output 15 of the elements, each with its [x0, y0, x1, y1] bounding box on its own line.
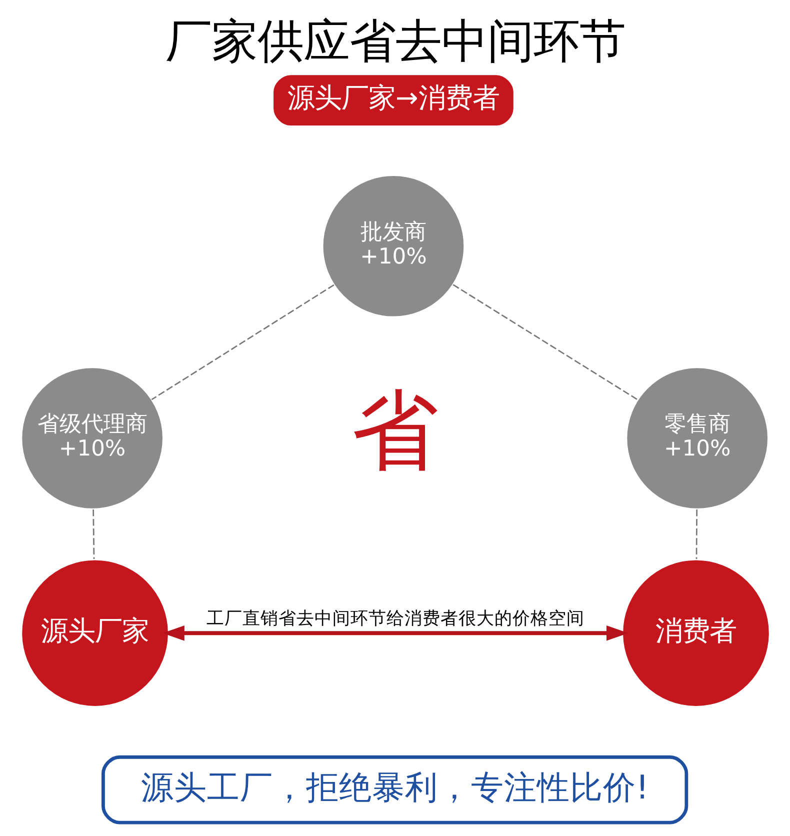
label: 源头厂家→消费者: [287, 82, 499, 114]
connector: [452, 284, 638, 400]
connector: [150, 284, 334, 400]
arrow: [162, 624, 628, 640]
node-circle: 省级代理商 +10%: [20, 366, 164, 510]
diagram-title: 厂家供应省去中间环节: [165, 13, 625, 68]
label: 省: [350, 378, 438, 481]
node-circle: 源头厂家: [20, 558, 169, 707]
connector: [92, 509, 94, 558]
connector: [695, 509, 698, 558]
node-circle: 批发商 +10%: [321, 174, 464, 318]
edge-label: 工厂直销省去中间环节给消费者很大的价格空间: [206, 608, 584, 629]
node-circle: 消费者: [621, 558, 770, 707]
label: 源头工厂，拒绝暴利，专注性比价!: [140, 768, 648, 806]
node-circle: 零售商 +10%: [625, 366, 768, 510]
